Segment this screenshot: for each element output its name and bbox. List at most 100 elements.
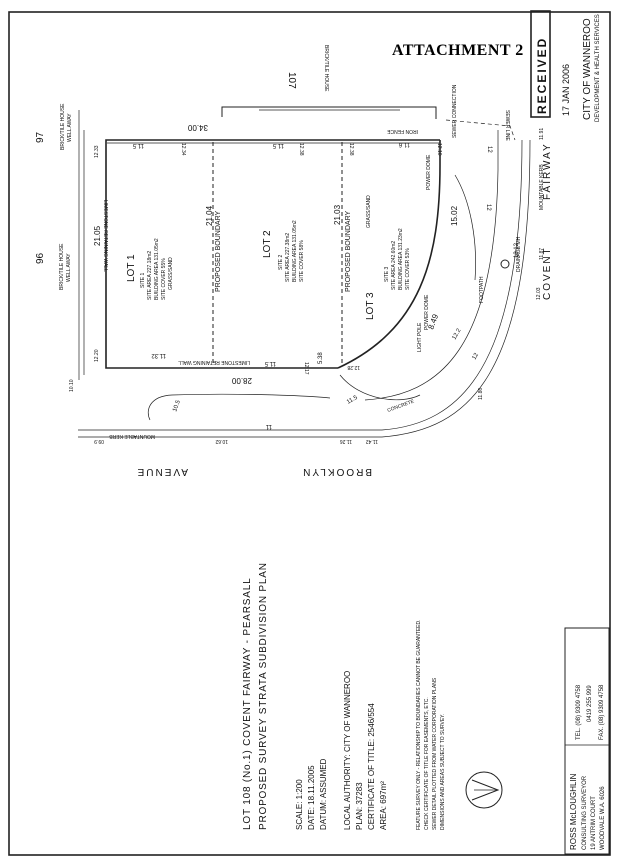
north-arrow — [465, 771, 503, 809]
svg-text:12: 12 — [485, 204, 491, 211]
svg-text:GRASS/SAND: GRASS/SAND — [168, 257, 174, 290]
street-covent: COVENT — [542, 246, 553, 300]
contour-line — [454, 174, 476, 281]
stamp-received: RECEIVED — [535, 37, 549, 114]
svg-text:11.5: 11.5 — [346, 395, 359, 406]
neighbour-lot-107: 107 BRICK/TILE HOUSE — [221, 45, 437, 119]
house-96-note: WELL AWAY — [66, 253, 72, 282]
house-107-outline — [221, 106, 437, 119]
plan-number: PLAN: 37283 — [355, 782, 364, 830]
svg-text:12.34: 12.34 — [180, 143, 186, 156]
retaining-wall-top: LIMESTONE RETAINING WALL — [102, 200, 108, 272]
lot-97-number: 97 — [35, 131, 46, 143]
svg-text:SITE 3: SITE 3 — [384, 266, 390, 282]
footpath-line — [364, 130, 499, 401]
svg-text:12.10: 12.10 — [436, 143, 442, 156]
plan-note-4: DIMENSIONS AND AREAS SUBJECT TO SURVEY. — [440, 714, 446, 830]
svg-text:SITE COVER 58%: SITE COVER 58% — [299, 240, 305, 282]
svg-text:SITE AREA 227.18m2: SITE AREA 227.18m2 — [147, 251, 153, 300]
power-dome-top: POWER DOME — [426, 154, 432, 190]
neighbour-lots-left: 96 BRICK/TILE HOUSE WELL AWAY 97 BRICK/T… — [35, 103, 85, 380]
svg-text:10.5: 10.5 — [172, 399, 182, 413]
spot-levels: 11.5 12.34 11.5 12.38 12.38 11.6 12.10 1… — [69, 128, 545, 444]
surveyor-mob: 0419 255 999 — [587, 685, 593, 722]
proposed-boundary-2-label: PROPOSED BOUNDARY — [345, 211, 352, 292]
svg-text:11.5: 11.5 — [132, 142, 144, 148]
svg-text:12.17: 12.17 — [303, 362, 309, 375]
footpath: FOOTPATH — [479, 276, 485, 303]
lot-1: LOT 1 SITE 1 SITE AREA 227.18m2 BUILDING… — [126, 238, 174, 300]
drainage-mh: DRAINAGE MH — [516, 236, 522, 272]
plan-title: LOT 108 (No.1) COVENT FAIRWAY - PEARSALL — [242, 578, 253, 830]
svg-text:11.5: 11.5 — [264, 360, 276, 366]
svg-text:11.5: 11.5 — [272, 142, 284, 148]
svg-text:BUILDING AREA 131.23m2: BUILDING AREA 131.23m2 — [398, 228, 404, 290]
svg-text:11.6: 11.6 — [398, 141, 410, 147]
kerb-lines — [78, 130, 531, 438]
dim-mid2: 21.03 — [333, 204, 342, 225]
house-97-label: BRICK/TILE HOUSE — [60, 103, 66, 150]
svg-text:11.91: 11.91 — [539, 128, 545, 140]
svg-text:SITE AREA 227.38m2: SITE AREA 227.38m2 — [285, 233, 291, 282]
dim-left: 21.05 — [93, 225, 102, 246]
svg-text:12.33: 12.33 — [94, 145, 100, 158]
boundary-truncation — [337, 164, 441, 369]
dim-top: 34.00 — [187, 123, 208, 132]
house-97-note: WELL AWAY — [67, 113, 73, 142]
lot-107-number: 107 — [286, 72, 297, 89]
plan-note-2: CHECK CERTIFICATE OF TITLE FOR EASEMENTS… — [424, 697, 430, 830]
plan-area: AREA: 697m² — [379, 781, 388, 830]
page-border — [8, 11, 611, 856]
plan-date: DATE: 18.11.2005 — [307, 765, 316, 830]
lot-1-name: LOT 1 — [126, 254, 137, 282]
light-pole: LIGHT POLE — [417, 322, 423, 352]
svg-text:11.26: 11.26 — [340, 438, 352, 444]
boundary-line — [105, 139, 440, 369]
svg-text:GRASS/SAND: GRASS/SAND — [366, 195, 372, 228]
house-96-label: BRICK/TILE HOUSE — [59, 243, 65, 290]
power-dome-bottom: POWER DOME — [424, 294, 430, 330]
svg-text:12.28: 12.28 — [347, 364, 360, 370]
retaining-wall-bottom: LIMESTONE RETAINING WALL — [178, 359, 250, 365]
surveyor-box — [564, 627, 610, 855]
svg-text:SITE 1: SITE 1 — [140, 272, 146, 288]
svg-text:SITE AREA 242.60m2: SITE AREA 242.60m2 — [391, 241, 397, 290]
surveyor-name: ROSS McLOUGHLIN — [569, 773, 578, 850]
dim-538: 5.38 — [318, 352, 324, 364]
surveyor-fax: FAX. (08) 9309 4758 — [599, 684, 605, 740]
north-arrow-circle — [465, 771, 503, 809]
lot-boundary — [105, 139, 441, 369]
drainage-mh-symbol — [500, 259, 510, 269]
plan-certificate: CERTIFICATE OF TITLE: 2546/554 — [367, 703, 376, 830]
title-block: LOT 108 (No.1) COVENT FAIRWAY - PEARSALL… — [242, 562, 446, 830]
plan-note-1: FEATURE SURVEY ONLY - RELATIONSHIP TO BO… — [416, 619, 422, 830]
svg-text:11.32: 11.32 — [151, 352, 166, 358]
lot-2-name: LOT 2 — [262, 230, 273, 258]
surveyor-tel: TEL. (08) 9309 4758 — [576, 684, 582, 740]
svg-text:12.38: 12.38 — [298, 143, 304, 156]
house-107-label: BRICK/TILE HOUSE — [323, 45, 329, 92]
sewer-line: SEWER LINE — [504, 110, 510, 142]
mountable-kerb-right: MOUNTABLE KERB — [539, 164, 545, 210]
lot-2: LOT 2 SITE 2 SITE AREA 227.38m2 BUILDING… — [262, 220, 305, 282]
street-avenue: AVENUE — [136, 466, 188, 477]
svg-text:11.87: 11.87 — [539, 248, 545, 260]
svg-text:12.03: 12.03 — [536, 287, 542, 300]
svg-text:12.12: 12.12 — [514, 242, 520, 258]
surveyor-addr1: 19 ANTRIM COURT — [591, 796, 597, 850]
svg-text:12: 12 — [486, 146, 492, 153]
plan-subtitle: PROPOSED SURVEY STRATA SUBDIVISION PLAN — [258, 562, 269, 830]
stamp-box — [530, 10, 551, 118]
svg-text:12.20: 12.20 — [94, 349, 100, 362]
plan-note-3: SEWER DETAIL PLOTTED FROM WATER CORPORAT… — [432, 677, 438, 830]
surveyor-addr2: WOODVALE W.A. 6026 — [600, 786, 606, 850]
plan-datum: DATUM: ASSUMED — [319, 758, 328, 830]
iron-fence: IRON FENCE — [387, 128, 419, 134]
received-stamp: RECEIVED 17 JAN 2006 CITY OF WANNEROO DE… — [530, 10, 601, 122]
street-brooklyn: BROOKLYN — [301, 466, 372, 477]
svg-text:BUILDING AREA 131.05m2: BUILDING AREA 131.05m2 — [292, 220, 298, 282]
svg-text:12.2: 12.2 — [452, 327, 463, 341]
lot-96-number: 96 — [35, 252, 46, 264]
stamp-dept: DEVELOPMENT & HEALTH SERVICES — [595, 14, 601, 122]
